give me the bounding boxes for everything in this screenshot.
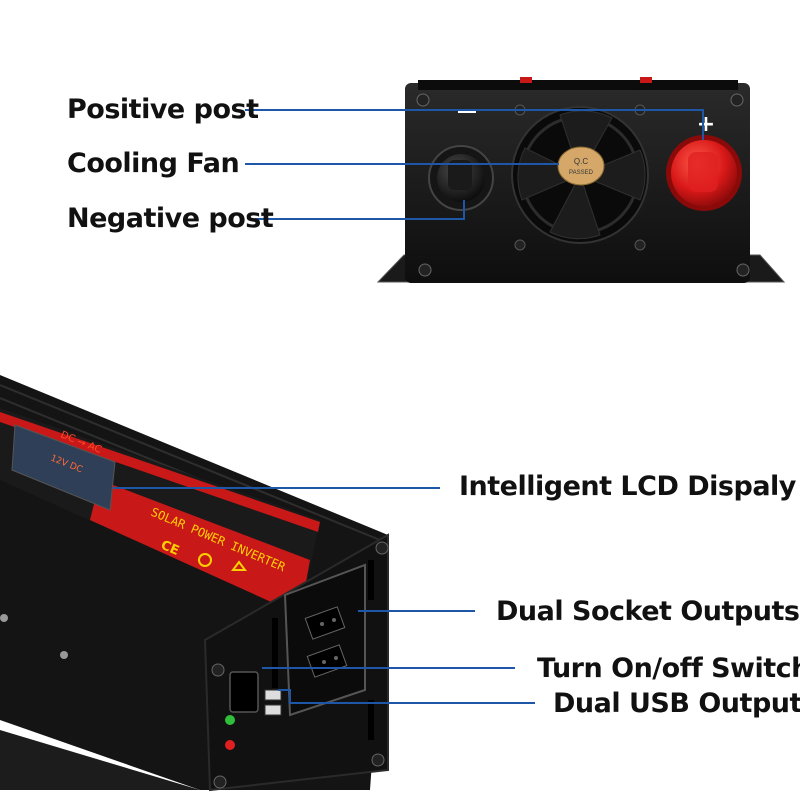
screw-icon xyxy=(211,663,225,677)
ce-mark: CE xyxy=(158,538,181,559)
negative-post xyxy=(428,145,494,211)
positive-post: + xyxy=(666,112,742,211)
screw-icon xyxy=(0,614,8,622)
label-positive-post: Positive post xyxy=(67,94,259,125)
screw-icon xyxy=(514,239,526,251)
plus-sign: + xyxy=(697,112,715,137)
red-led xyxy=(225,740,235,750)
screw-icon xyxy=(416,93,430,107)
label-dual-socket: Dual Socket Outputs xyxy=(496,596,800,627)
label-cooling-fan: Cooling Fan xyxy=(67,148,240,179)
screw-icon xyxy=(736,263,750,277)
label-usb: Dual USB Outputs xyxy=(553,688,800,719)
screw-icon xyxy=(371,753,385,767)
inverter-side-view: 12V DC DC → AC SOLAR POWER INVERTER CE xyxy=(0,375,389,792)
usb-ports xyxy=(264,689,282,716)
ac-socket xyxy=(283,563,366,717)
qc-line1: Q.C xyxy=(574,157,588,166)
leader-usb xyxy=(278,689,535,704)
power-switch xyxy=(229,671,259,713)
red-accent-right xyxy=(640,77,652,83)
lcd-screen xyxy=(11,424,116,511)
screw-icon xyxy=(730,93,744,107)
leader-positive-post xyxy=(245,109,704,140)
leader-negative-post xyxy=(255,200,465,220)
bottom-flange xyxy=(0,730,200,790)
screw-icon xyxy=(418,263,432,277)
inverter-front-face: Q.C PASSED + xyxy=(376,77,786,283)
screw-icon xyxy=(60,651,68,659)
screw-icon xyxy=(375,541,389,555)
cert-icon xyxy=(198,553,212,567)
top-fins xyxy=(418,80,738,90)
green-led xyxy=(225,715,235,725)
screw-icon xyxy=(213,775,227,789)
red-accent-left xyxy=(520,77,532,83)
label-switch: Turn On/off Switch xyxy=(537,653,800,684)
label-lcd-display: Intelligent LCD Dispaly xyxy=(459,471,796,502)
recycle-icon xyxy=(231,560,247,571)
red-band-top xyxy=(0,412,320,532)
red-label-panel xyxy=(90,480,310,615)
qc-sticker xyxy=(557,146,605,186)
label-negative-post: Negative post xyxy=(67,203,274,234)
qc-line2: PASSED xyxy=(569,170,594,176)
leader-lines xyxy=(113,109,704,704)
cooling-fan: Q.C PASSED xyxy=(511,106,649,244)
screw-icon xyxy=(634,239,646,251)
